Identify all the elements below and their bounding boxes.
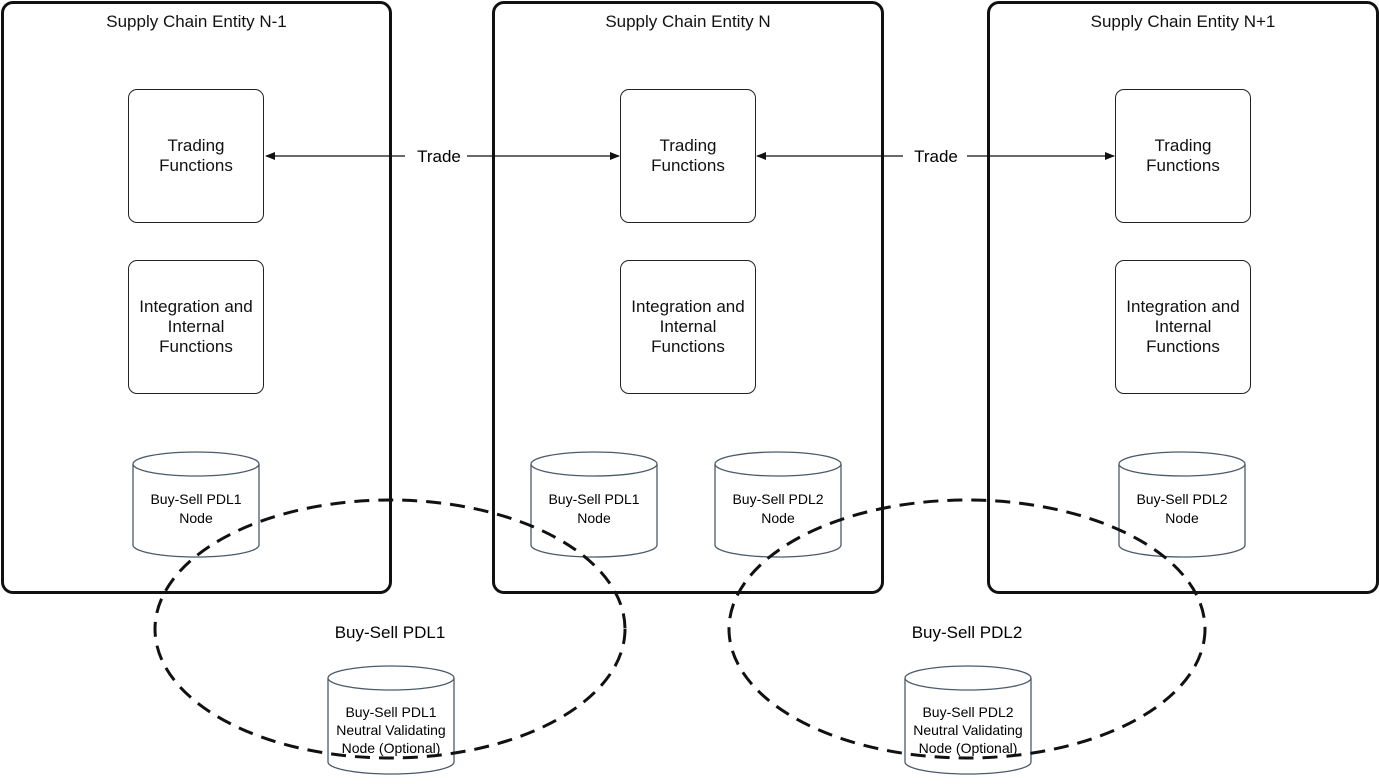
trade-arrow-2: Trade [756,147,1115,166]
node-label: Node [179,510,213,526]
validator-label: Node (Optional) [919,740,1018,756]
node-label: Buy-Sell PDL2 [732,491,823,507]
validator-label: Buy-Sell PDL2 [922,704,1013,720]
validator-label: Neutral Validating [336,722,445,738]
entity-title: Supply Chain Entity N+1 [1090,12,1276,31]
entity-n-minus-1: Supply Chain Entity N-1 [1,1,392,594]
validator-label: Buy-Sell PDL1 [345,704,436,720]
trade-label: Trade [417,147,461,166]
entity-n: Supply Chain Entity N [492,1,884,594]
trade-arrow-1: Trade [265,147,620,166]
node-label: Node [577,510,611,526]
pdl1-node-cylinder: Buy-Sell PDL1 Node [530,451,658,558]
trade-label: Trade [914,147,958,166]
pdl2-node-cylinder: Buy-Sell PDL2 Node [714,451,842,558]
entity-title: Supply Chain Entity N-1 [106,12,287,31]
node-label: Buy-Sell PDL1 [150,491,241,507]
node-label: Buy-Sell PDL2 [1136,491,1227,507]
pdl1-network-label: Buy-Sell PDL1 [335,623,446,642]
pdl2-validator-cylinder: Buy-Sell PDL2 Neutral Validating Node (O… [904,665,1032,775]
pdl2-network-ellipse [727,498,1207,760]
pdl2-node-cylinder: Buy-Sell PDL2 Node [1118,451,1246,558]
entity-n-plus-1: Supply Chain Entity N+1 [987,1,1379,594]
entity-title: Supply Chain Entity N [605,12,771,31]
trading-functions-box: Trading Functions [128,89,264,223]
node-label: Buy-Sell PDL1 [548,491,639,507]
integration-functions-box: Integration and Internal Functions [128,260,264,394]
pdl1-node-cylinder: Buy-Sell PDL1 Node [132,451,260,558]
trading-functions-box: Trading Functions [1115,89,1251,223]
pdl1-network-ellipse [153,498,627,760]
pdl2-network-label: Buy-Sell PDL2 [912,623,1023,642]
trading-functions-box: Trading Functions [620,89,756,223]
pdl1-validator-cylinder: Buy-Sell PDL1 Neutral Validating Node (O… [327,665,455,775]
integration-functions-box: Integration and Internal Functions [1115,260,1251,394]
validator-label: Neutral Validating [913,722,1022,738]
node-label: Node [1165,510,1199,526]
validator-label: Node (Optional) [342,740,441,756]
node-label: Node [761,510,795,526]
integration-functions-box: Integration and Internal Functions [620,260,756,394]
